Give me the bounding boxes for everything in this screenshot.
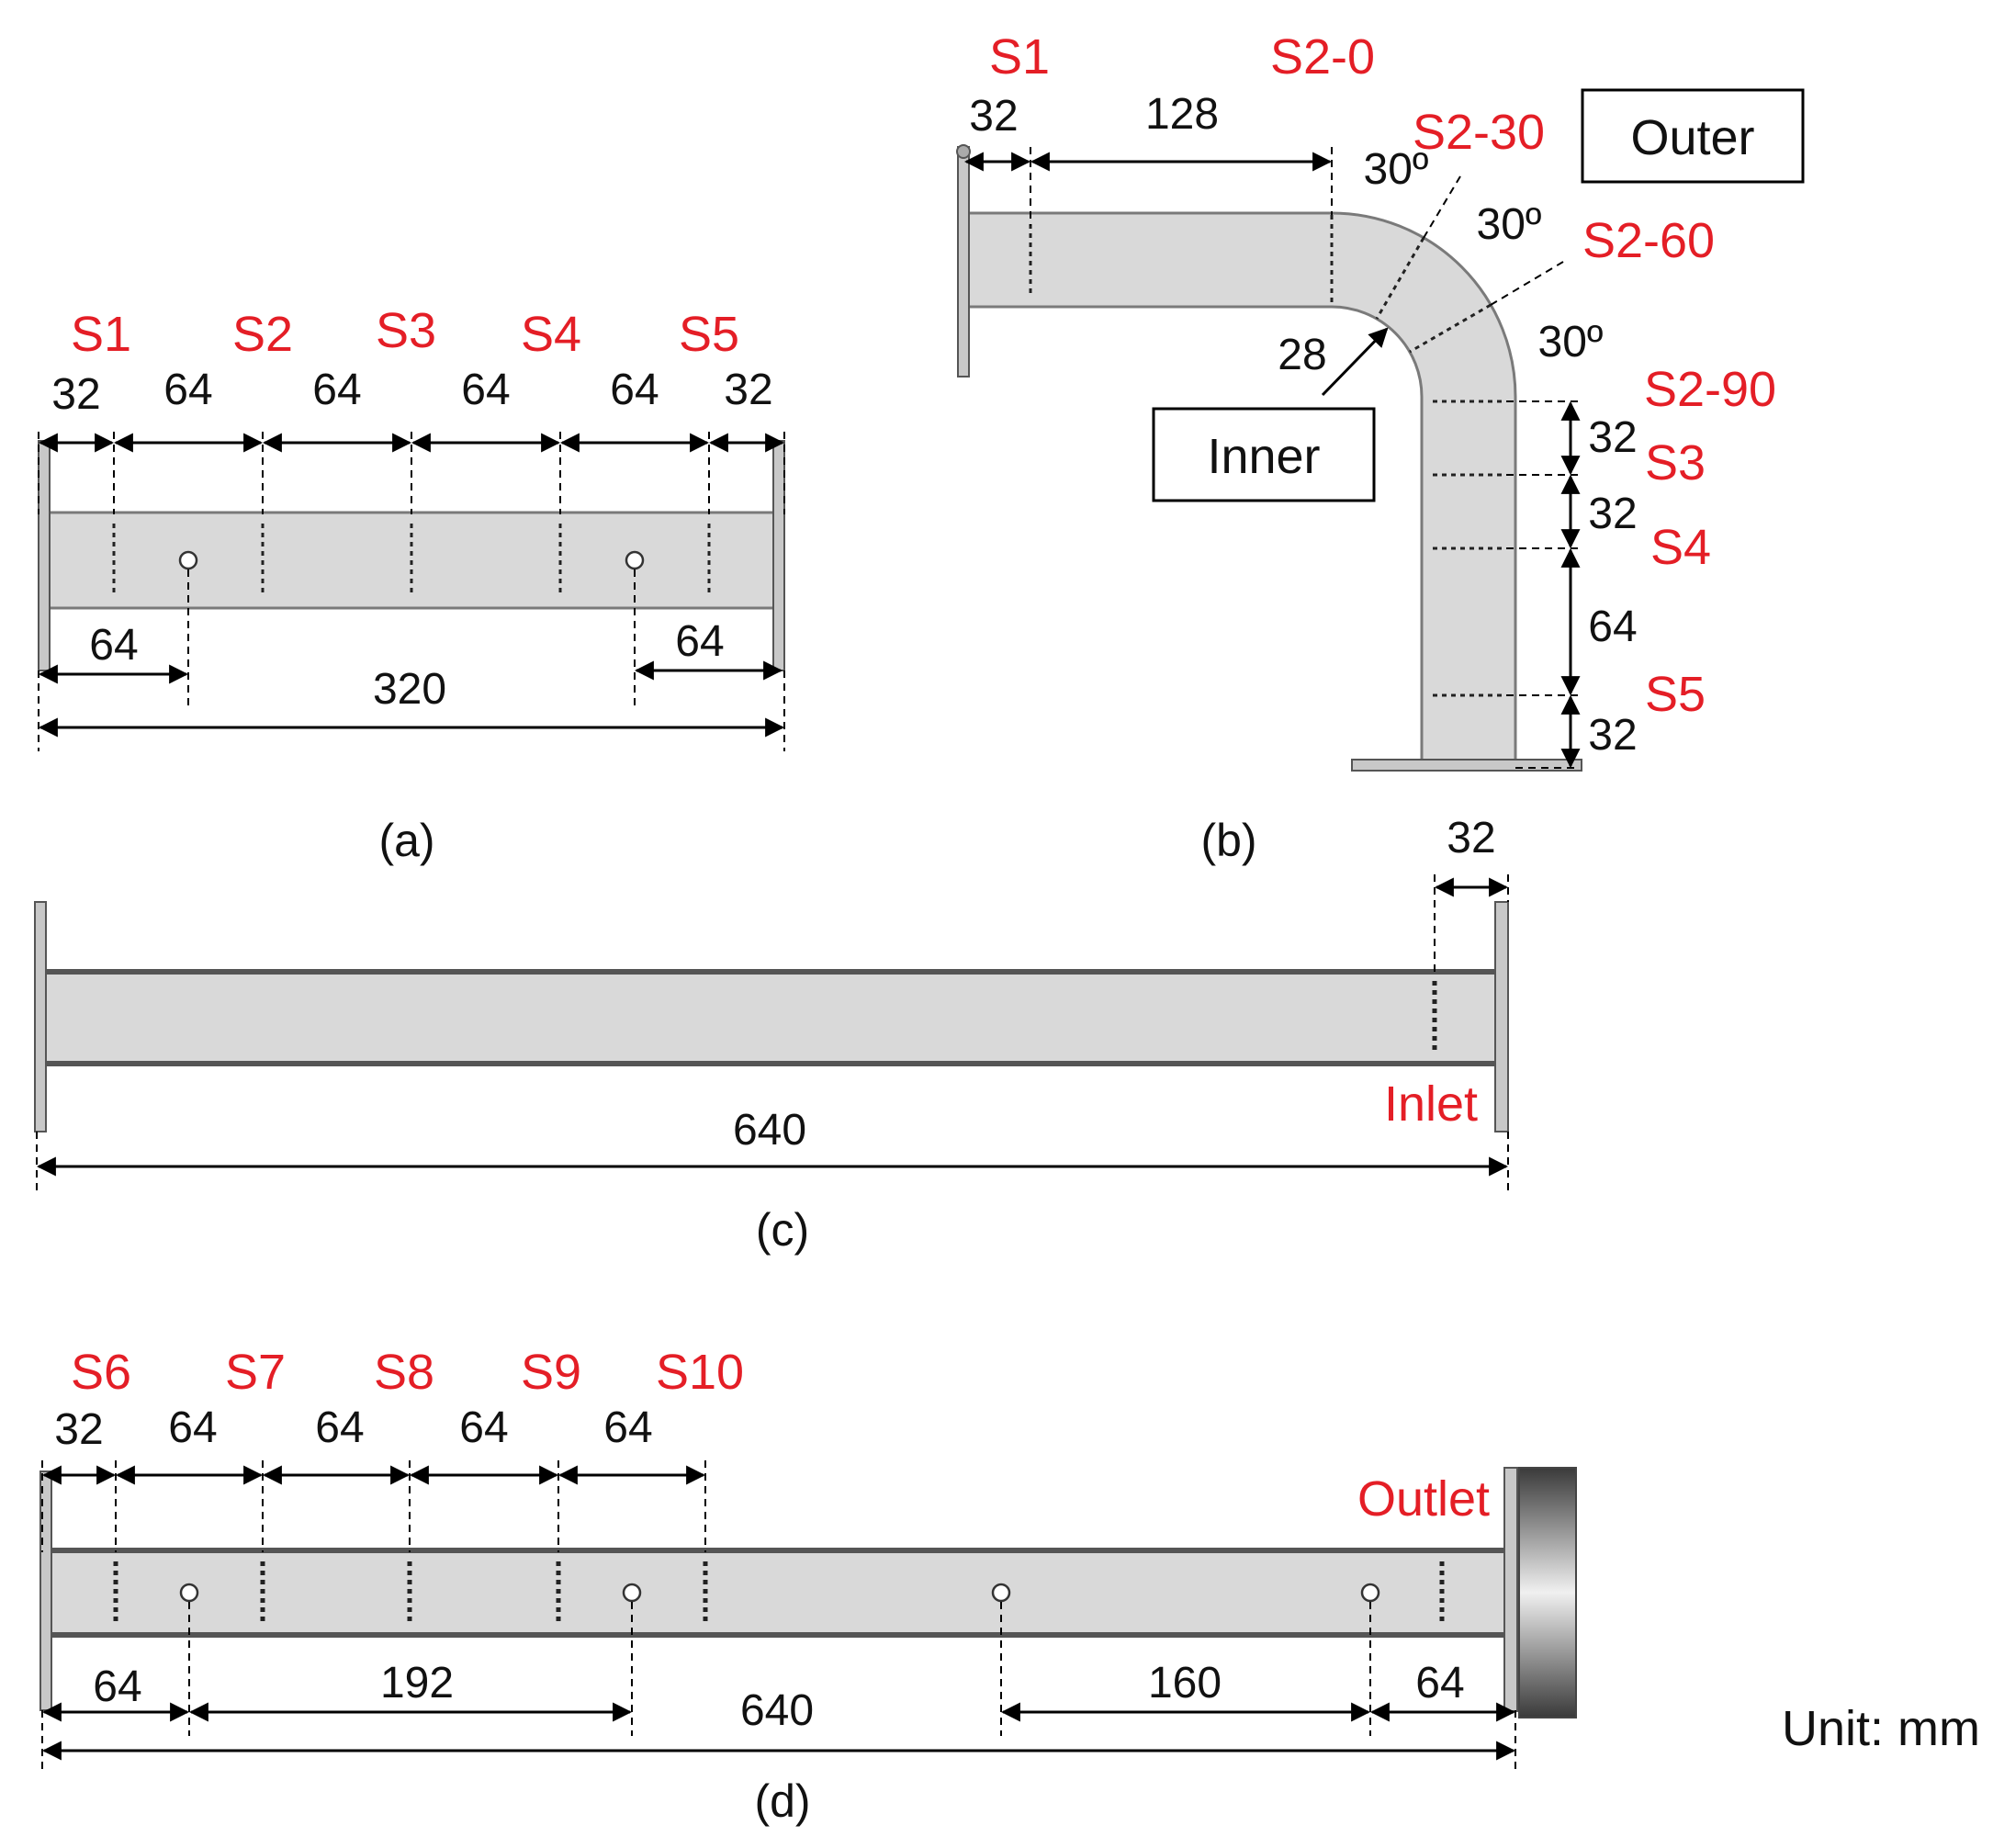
- panel-b-section-line-s2-60: [1409, 303, 1492, 354]
- panel-d-section-label: S6: [71, 1345, 131, 1400]
- panel-a-dim-label: 32: [724, 366, 772, 414]
- panel-b-angle-label: 30º: [1538, 318, 1604, 366]
- panel-d-outlet-label: Outlet: [1357, 1471, 1490, 1527]
- panel-d-dim-label: 64: [459, 1403, 508, 1452]
- panel-d-dim-label: 64: [168, 1403, 217, 1452]
- panel-c-duct: [41, 969, 1500, 1066]
- panel-b-dim-label: 64: [1588, 603, 1637, 651]
- panel-b-outer-box: [1581, 88, 1805, 184]
- panel-b-dim-label: 32: [1588, 711, 1637, 760]
- panel-b-dim-label: 32: [1588, 413, 1637, 462]
- panel-b-angle-ray: [1490, 261, 1564, 306]
- panel-c-total-dim: 640: [733, 1106, 806, 1155]
- panel-b-label-s2-30: S2-30: [1413, 105, 1545, 160]
- panel-a-left-flange: [38, 440, 51, 671]
- panel-a-dim-label: 64: [312, 366, 361, 414]
- panel-d-left-flange: [39, 1471, 52, 1711]
- panel-b-inner-radius: 28: [1278, 331, 1326, 379]
- panel-c-top-dim: 32: [1447, 814, 1495, 862]
- panel-d-total-dim: 640: [740, 1686, 814, 1735]
- panel-b-label-s5: S5: [1645, 667, 1706, 722]
- panel-c-inlet-label: Inlet: [1384, 1076, 1478, 1132]
- panel-a-right-flange: [772, 440, 785, 671]
- panel-d-pressure-tap: [622, 1583, 642, 1603]
- panel-b-angle-label: 30º: [1477, 200, 1542, 249]
- panel-c: 32 Inlet 640 (c): [34, 814, 1509, 1256]
- panel-d-bottom-dim: 64: [1415, 1659, 1464, 1707]
- panel-d-duct: [43, 1548, 1509, 1638]
- panel-b-inner-label: Inner: [1207, 429, 1320, 484]
- panel-d: 32 64 64 64 64 S6 S7 S8 S9 S10 Outlet 64…: [39, 1345, 1577, 1827]
- panel-b-label-s4: S4: [1650, 520, 1711, 575]
- panel-d-dim-label: 64: [315, 1403, 364, 1452]
- panel-b-inner-box: [1152, 407, 1376, 502]
- panel-d-bottom-dim: 64: [93, 1662, 141, 1711]
- panel-b-dim-label: 32: [969, 92, 1018, 141]
- panel-b-elbow-duct: [966, 211, 1517, 764]
- panel-d-pressure-tap: [991, 1583, 1011, 1603]
- panel-a-dim-label: 64: [163, 366, 212, 414]
- caption-a: (a): [378, 815, 434, 866]
- panel-d-right-flange: [1503, 1467, 1518, 1712]
- caption-c: (c): [756, 1204, 809, 1256]
- panel-b-inlet-flange: [957, 146, 970, 377]
- panel-d-fan: [1518, 1467, 1577, 1718]
- panel-b-label-s1: S1: [989, 29, 1050, 85]
- panel-b-radius-pointer: [1321, 327, 1389, 397]
- caption-b: (b): [1200, 815, 1256, 866]
- panel-b-flange-bolt: [956, 144, 971, 159]
- panel-a-pressure-tap: [625, 550, 645, 570]
- panel-b-section-line-s2-30: [1375, 237, 1425, 320]
- caption-d: (d): [754, 1775, 810, 1827]
- panel-c-right-flange: [1494, 901, 1509, 1132]
- panel-d-dim-label: 64: [603, 1403, 652, 1452]
- panel-b: 32 128 S1 S2-0 S2-30 S2-60 S2-90 S3 S4 S…: [956, 29, 1805, 866]
- panel-b-label-s2-0: S2-0: [1270, 29, 1375, 85]
- panel-d-section-label: S9: [521, 1345, 581, 1400]
- panel-a-dim-label: 64: [461, 366, 510, 414]
- panel-a-pressure-tap: [178, 550, 198, 570]
- panel-a-section-label: S1: [71, 307, 131, 362]
- panel-b-angle-ray: [1423, 175, 1461, 239]
- panel-a-tap-left-dim: 64: [89, 621, 138, 670]
- panel-b-outer-label: Outer: [1630, 110, 1754, 165]
- panel-d-dim-label: 32: [54, 1405, 103, 1454]
- panel-b-angle-label: 30º: [1364, 145, 1429, 194]
- panel-a-total-dim: 320: [373, 665, 446, 714]
- panel-b-label-s2-90: S2-90: [1644, 362, 1776, 417]
- panel-b-dim-label: 32: [1588, 490, 1637, 538]
- panel-c-left-flange: [34, 901, 47, 1132]
- panel-a: 32 64 64 64 64 32 S1 S2 S3 S4 S5 64 64 3…: [38, 303, 785, 866]
- panel-d-section-label: S7: [225, 1345, 286, 1400]
- panel-b-label-s2-60: S2-60: [1582, 213, 1715, 268]
- panel-a-section-label: S4: [521, 307, 581, 362]
- panel-d-bottom-dim: 160: [1148, 1659, 1222, 1707]
- panel-d-pressure-tap: [179, 1583, 199, 1603]
- panel-b-dim-label: 128: [1145, 90, 1219, 139]
- panel-a-section-label: S3: [376, 303, 436, 358]
- panel-d-section-label: S10: [656, 1345, 744, 1400]
- unit-label: Unit: mm: [1782, 1701, 1980, 1756]
- panel-a-dim-label: 32: [51, 370, 100, 419]
- panel-d-pressure-tap: [1360, 1583, 1380, 1603]
- panel-b-label-s3: S3: [1645, 435, 1706, 490]
- panel-a-tap-right-dim: 64: [675, 617, 724, 666]
- panel-d-bottom-dim: 192: [380, 1659, 454, 1707]
- panel-a-section-label: S5: [679, 307, 739, 362]
- panel-a-dim-label: 64: [610, 366, 659, 414]
- panel-b-outlet-flange: [1351, 759, 1582, 772]
- panel-a-section-label: S2: [232, 307, 293, 362]
- panel-d-section-label: S8: [374, 1345, 434, 1400]
